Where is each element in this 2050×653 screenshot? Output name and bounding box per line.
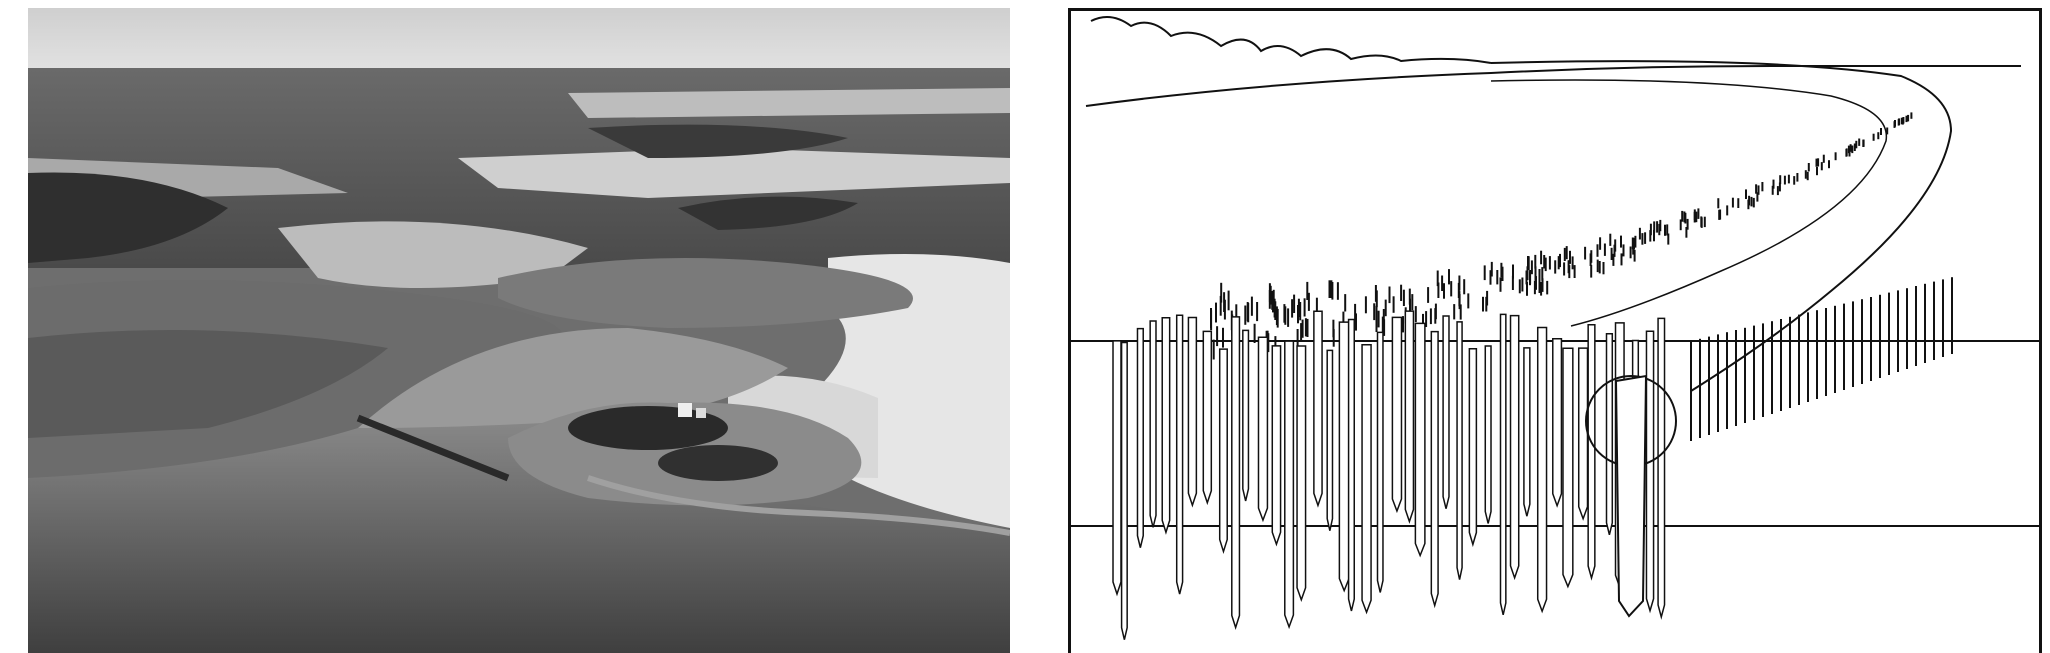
barrier-curve-inner [1490,79,1888,327]
causeway [356,414,510,482]
stake [1645,330,1655,614]
stake [1657,317,1666,620]
stake [1523,347,1531,517]
stake [1120,341,1128,640]
stake [1484,345,1492,524]
stake [1552,337,1563,508]
stake [1456,321,1463,580]
stake [1509,314,1520,581]
stake [1231,316,1241,630]
stake [1376,331,1384,593]
front-stake-row [1112,277,1953,640]
stake [1391,316,1403,514]
stake [1326,349,1334,531]
stake [1175,314,1184,595]
stake-barrier-drawing-panel [1068,8,2042,653]
stake [1202,330,1213,506]
stake [1136,327,1144,548]
stake [1313,310,1323,508]
far-stake-field [1210,112,1913,360]
aerial-photo [28,8,1010,653]
stake [1499,313,1507,616]
stake [1218,348,1228,555]
stake [1338,321,1350,593]
stake [1577,347,1589,521]
stake [1187,316,1198,508]
far-shoreline [1085,65,2021,107]
stake [1404,310,1415,524]
sky-area [28,8,1010,78]
stake [1284,340,1295,630]
stake [1242,329,1250,502]
stake [1468,348,1478,548]
stake [1149,320,1157,528]
stake [1430,330,1439,609]
stake [1296,345,1307,603]
stake [1361,344,1372,615]
stake [1414,322,1426,558]
aerial-photo-panel [28,8,1010,653]
stake [1562,347,1574,589]
stake [1605,333,1614,535]
stake [1536,326,1548,614]
stake [1587,324,1596,581]
lake-water [28,413,1010,653]
stake [1112,340,1122,597]
cloud-outline [1090,16,1492,64]
highlighted-stake [1614,374,1648,618]
stake [1257,336,1269,523]
stake [1161,316,1171,535]
stake [1442,315,1450,509]
stake [1347,318,1356,612]
stake [1271,345,1282,547]
stake-barrier-drawing [1071,16,2039,640]
